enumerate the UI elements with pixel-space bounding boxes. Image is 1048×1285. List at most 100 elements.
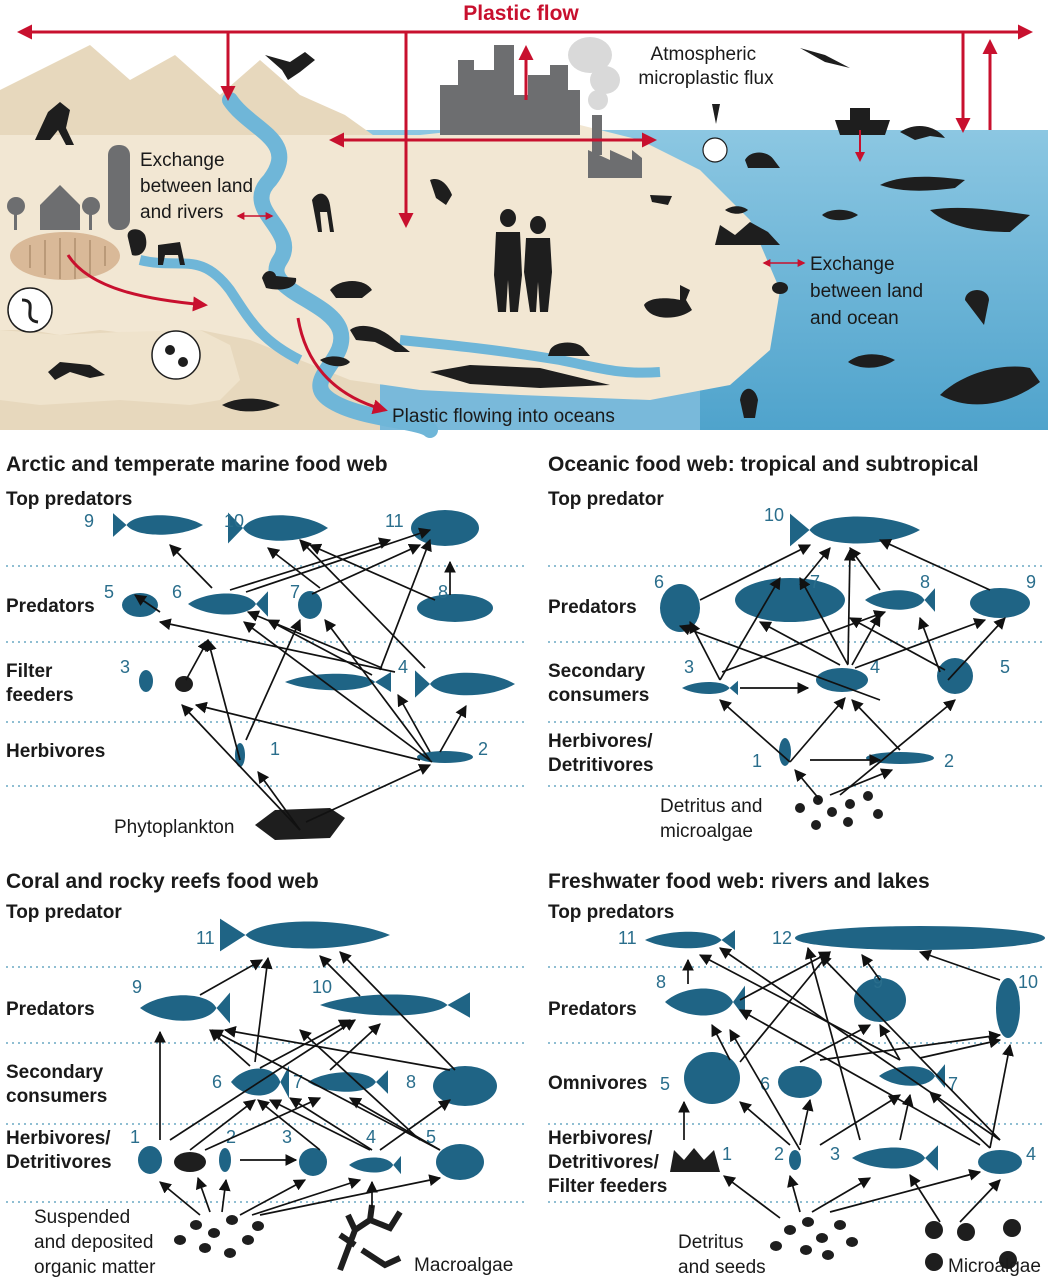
catfish-icon <box>222 398 280 412</box>
feeding-arrow <box>819 1094 902 1146</box>
feeding-arrow <box>738 1009 981 1146</box>
feeding-arrow <box>205 638 241 761</box>
oceanic-number-9: 9 <box>1026 572 1036 592</box>
feeding-arrow <box>851 613 881 666</box>
land-left-lower <box>0 330 240 405</box>
krill-small-icon <box>175 676 193 692</box>
seabird-icon <box>122 593 158 617</box>
freshwater-microalgae-label: Microalgae <box>948 1256 1041 1277</box>
feeding-arrow <box>251 1177 362 1216</box>
feeding-arrow <box>169 544 213 589</box>
organic-matter-particle-icon <box>208 1228 220 1238</box>
crocodile-icon <box>430 365 610 388</box>
exchange-lo-line-1: Exchange <box>810 254 895 275</box>
feeding-arrow <box>243 621 433 763</box>
feeding-arrow <box>678 624 881 701</box>
feeding-arrow <box>194 701 421 761</box>
stork-icon <box>996 978 1020 1038</box>
exchange-lr-line-3: and rivers <box>140 202 223 223</box>
exchange-lr-line-1: Exchange <box>140 150 225 171</box>
zooplankton-magnifier-icon <box>151 330 201 380</box>
coral-number-7: 7 <box>293 1072 303 1092</box>
coral-level-secondary-line-1: Secondary <box>6 1062 104 1083</box>
feeding-arrow <box>229 537 392 591</box>
arctic-number-5: 5 <box>104 582 114 602</box>
freshwater-number-4: 4 <box>1026 1144 1036 1164</box>
coral-organic-label-line-2: and deposited <box>34 1232 153 1253</box>
oceanic-number-5: 5 <box>1000 657 1010 677</box>
feeding-arrow <box>799 576 849 666</box>
feeding-arrow <box>308 543 436 601</box>
otter-icon <box>350 325 410 352</box>
plastic-flow-arrows <box>17 24 1033 415</box>
coral-reef-icon <box>715 222 780 245</box>
arctic-level-predators: Predators <box>6 596 95 617</box>
jellyfish-icon <box>937 658 973 694</box>
feeding-arrow <box>843 548 856 665</box>
feeding-arrow <box>989 1043 1014 1149</box>
feeding-arrow <box>839 699 956 796</box>
freshwater-turtle-icon <box>684 1052 740 1104</box>
coral-number-10: 10 <box>312 977 332 997</box>
feeding-arrow <box>848 617 946 671</box>
catfish-icon <box>645 930 735 950</box>
arctic-number-11: 11 <box>385 511 404 531</box>
pike-icon <box>665 985 745 1019</box>
seal-icon <box>417 594 493 622</box>
arctic-number-4: 4 <box>398 657 408 677</box>
feeding-arrow <box>861 954 881 981</box>
shark-icon <box>880 176 965 191</box>
coral-level-herbivores-line-2: Detritivores <box>6 1152 112 1173</box>
exchange-lo-line-3: and ocean <box>810 308 899 329</box>
feeding-arrow <box>257 1099 321 1151</box>
exchange-lr-line-2: between land <box>140 176 253 197</box>
urchin-icon <box>138 1146 162 1174</box>
dolphin-icon <box>900 126 945 140</box>
feeding-arrow <box>299 539 426 669</box>
heron-icon <box>312 193 334 232</box>
arctic-number-1: 1 <box>270 739 280 759</box>
feeding-arrow <box>699 544 812 601</box>
seed-particle-icon <box>816 1233 828 1243</box>
arctic-level-filter-line-2: feeders <box>6 685 74 706</box>
macroalgae-icon <box>337 1204 403 1272</box>
coral-number-3: 3 <box>282 1127 292 1147</box>
albatross-icon <box>800 48 850 68</box>
feeding-arrow <box>909 1173 941 1223</box>
seed-particle-icon <box>784 1225 796 1235</box>
feeding-arrow <box>210 1029 441 1151</box>
microalgae-cell-icon <box>999 1251 1017 1269</box>
lizard-icon <box>48 362 105 380</box>
bivalve-icon <box>139 670 153 692</box>
feeding-arrow <box>799 547 831 586</box>
oceanic-number-1: 1 <box>752 751 762 771</box>
oceanic-number-3: 3 <box>684 657 694 677</box>
polar-bear-icon <box>411 510 479 546</box>
feeding-arrow <box>305 764 432 823</box>
oceanic-number-8: 8 <box>920 572 930 592</box>
grouper-icon <box>140 992 230 1024</box>
phytoplankton-icon <box>255 808 345 840</box>
feeding-arrow <box>854 618 987 669</box>
small-fish-icon <box>320 356 350 367</box>
feeding-arrow <box>829 1169 982 1213</box>
oceanic-detritus-label-line-2: microalgae <box>660 821 753 842</box>
freshwater-number-2: 2 <box>774 1144 784 1164</box>
feeding-arrow <box>209 1029 251 1067</box>
crocodile-icon <box>795 926 1045 950</box>
wolf-icon <box>35 102 74 145</box>
squid-icon <box>740 388 758 418</box>
river <box>222 92 438 438</box>
duck-icon <box>262 271 297 290</box>
feeding-arrow <box>239 1179 307 1216</box>
tuna-icon <box>865 588 935 612</box>
freshwater-number-8: 8 <box>656 972 666 992</box>
feeding-arrow <box>799 1098 814 1146</box>
freshwater-food-web: Freshwater food web: rivers and lakesTop… <box>548 870 1046 1278</box>
feeding-arrow <box>947 617 1006 681</box>
feeding-arrow <box>794 769 821 801</box>
arctic-number-6: 6 <box>172 582 182 602</box>
arctic-number-7: 7 <box>290 582 300 602</box>
freshwater-detritus-label-line-1: Detritus <box>678 1232 743 1253</box>
